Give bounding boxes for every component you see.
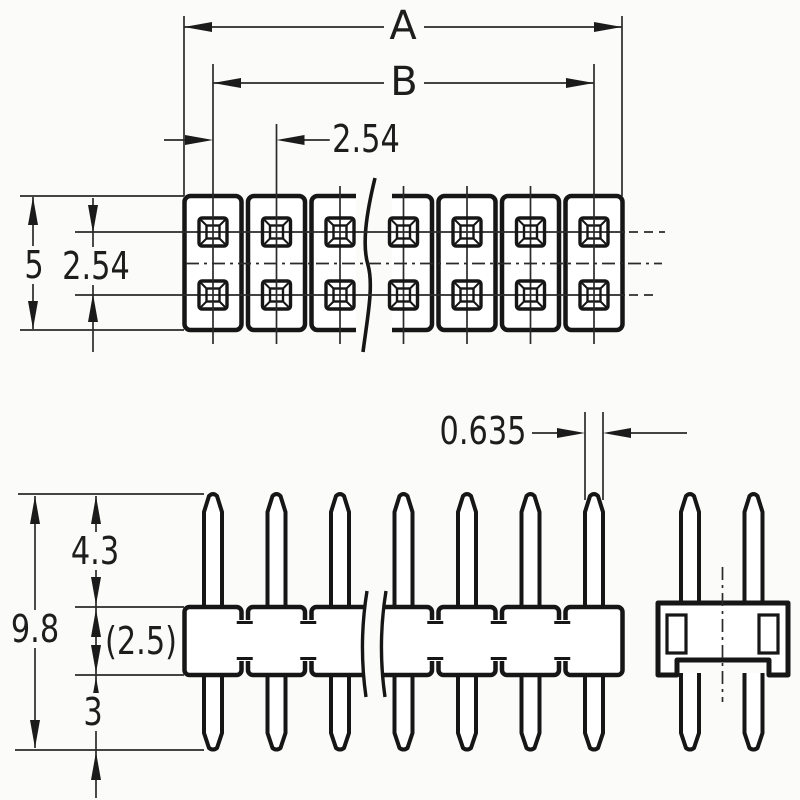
top-view-centerlines bbox=[75, 186, 665, 344]
end-view bbox=[655, 492, 791, 752]
dim-label-row-pitch: 2.54 bbox=[59, 247, 133, 285]
dim-label-body-width: 5 bbox=[21, 246, 47, 284]
dim-label-overall-height: 9.8 bbox=[8, 610, 62, 648]
side-view-break bbox=[360, 590, 388, 698]
end-view-recess-right bbox=[757, 613, 780, 655]
top-view-break bbox=[356, 177, 392, 354]
dim-label-overall-length: A bbox=[386, 6, 420, 46]
side-view bbox=[185, 492, 623, 752]
dim-label-pin-square: 0.635 bbox=[437, 412, 529, 450]
top-view bbox=[75, 177, 665, 354]
dim-label-mating-length: 4.3 bbox=[68, 532, 122, 570]
dim-label-pitch: 2.54 bbox=[329, 120, 403, 158]
end-view-recess-left bbox=[665, 613, 688, 655]
dim-label-tail-length: 3 bbox=[80, 693, 106, 731]
dim-label-body-height: (2.5) bbox=[102, 622, 180, 660]
dim-label-pin-span: B bbox=[387, 62, 421, 102]
